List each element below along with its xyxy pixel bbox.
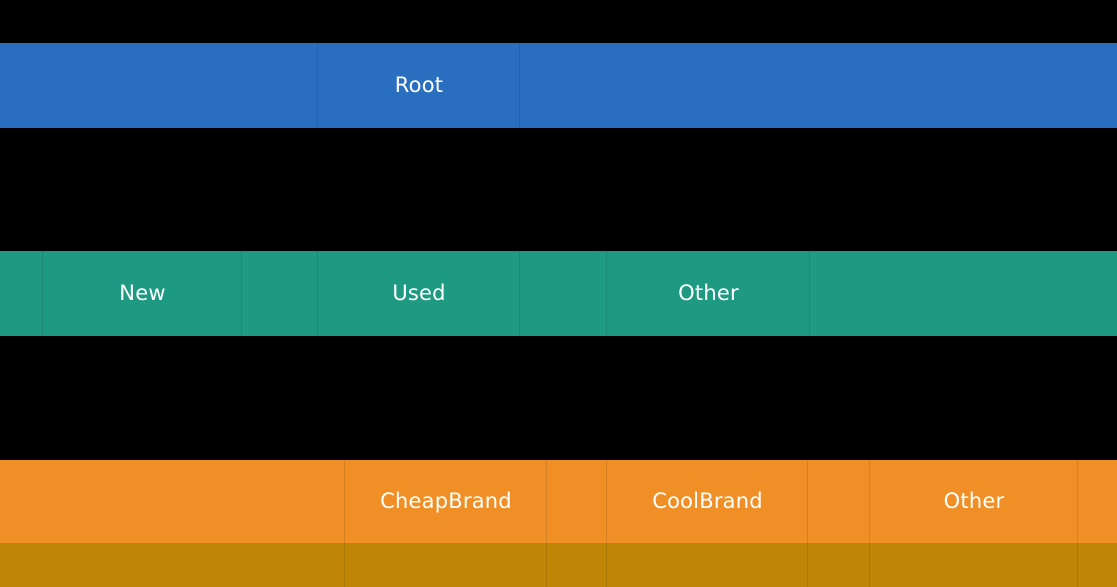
icicle-sector[interactable] [0, 251, 43, 336]
icicle-sector[interactable] [808, 543, 870, 587]
icicle-sector-other[interactable]: Other [870, 460, 1078, 543]
icicle-sector[interactable] [547, 460, 607, 543]
icicle-sector-coolbrand[interactable]: CoolBrand [607, 460, 808, 543]
sector-label: New [119, 281, 166, 305]
icicle-sector[interactable] [520, 251, 607, 336]
icicle-sector[interactable] [345, 543, 547, 587]
icicle-sector-cheapbrand[interactable]: CheapBrand [345, 460, 547, 543]
icicle-sector[interactable] [607, 543, 808, 587]
icicle-sector-other[interactable]: Other [607, 251, 810, 336]
icicle-sector[interactable] [0, 543, 345, 587]
sector-label: Used [392, 281, 446, 305]
icicle-sector[interactable] [808, 460, 870, 543]
brand-level: CheapBrand CoolBrand Other [0, 460, 1117, 543]
icicle-sector-used[interactable]: Used [318, 251, 520, 336]
sector-label: Root [394, 73, 444, 97]
icicle-sector[interactable] [520, 43, 1117, 128]
icicle-sector[interactable] [1078, 460, 1117, 543]
icicle-sector[interactable] [870, 543, 1078, 587]
sector-label: CoolBrand [652, 489, 763, 513]
icicle-sector[interactable] [1078, 543, 1117, 587]
sector-label: CheapBrand [380, 489, 512, 513]
icicle-sector[interactable] [242, 251, 318, 336]
icicle-sector[interactable] [0, 460, 345, 543]
sector-label: Other [678, 281, 739, 305]
icicle-sector[interactable] [547, 543, 607, 587]
icicle-sector[interactable] [0, 43, 318, 128]
sector-label: Other [943, 489, 1005, 513]
condition-level: New Used Other [0, 251, 1117, 336]
root-level: Root [0, 43, 1117, 128]
icicle-sector-root[interactable]: Root [318, 43, 520, 128]
leaf-level [0, 543, 1117, 587]
icicle-sector-new[interactable]: New [43, 251, 242, 336]
icicle-sector[interactable] [810, 251, 1117, 336]
